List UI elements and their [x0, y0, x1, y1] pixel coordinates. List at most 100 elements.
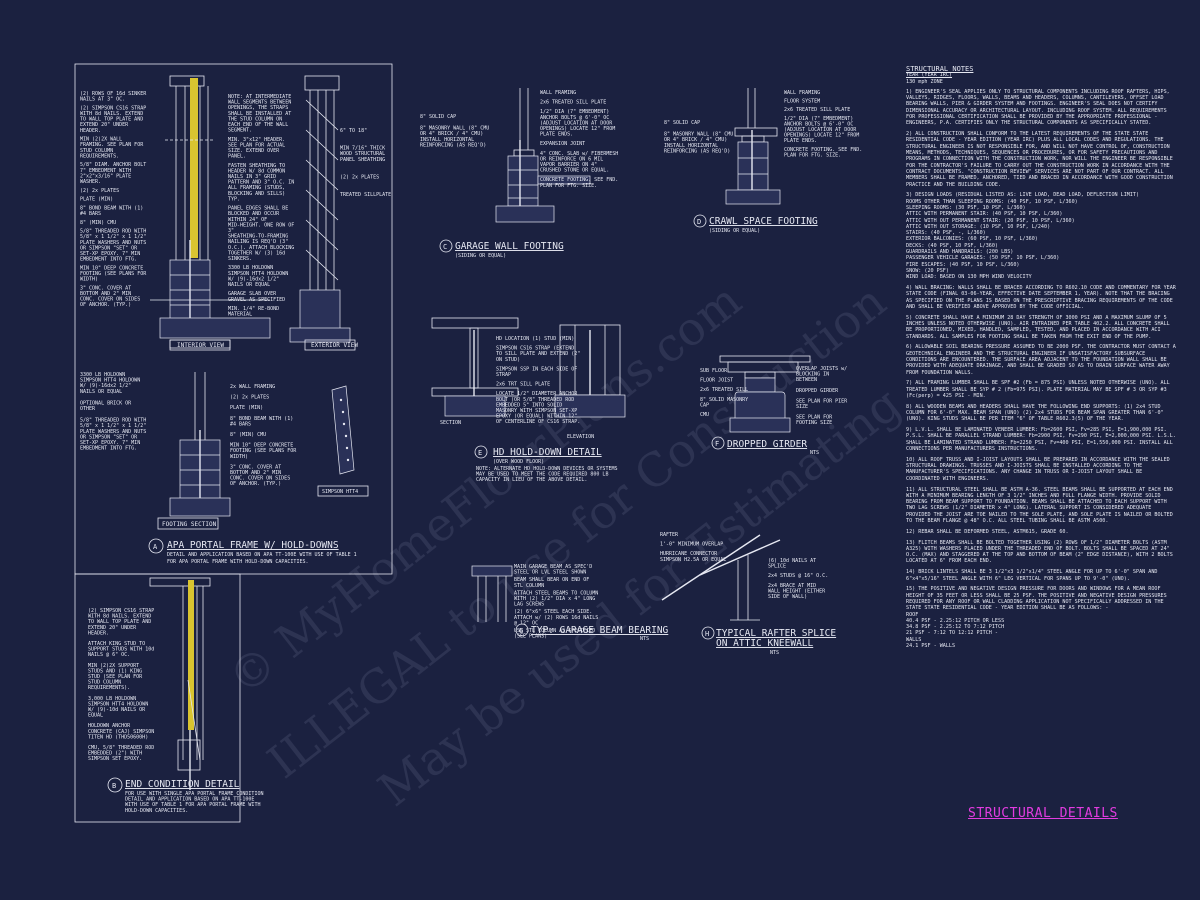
notes-body: 1) ENGINEER'S SEAL APPLIES ONLY TO STRUC… [906, 89, 1178, 649]
detail-a-bubble [148, 538, 164, 554]
callout-label: FLOOR JOIST [700, 378, 733, 384]
callout-label: EXPANSION JOINT [540, 141, 585, 147]
note-paragraph: 3) DESIGN LOADS (RESIDUAL LISTED AS: LIV… [906, 192, 1140, 281]
callout-label: WALL FRAMING [540, 90, 576, 96]
detail-e-section: SECTION [440, 420, 461, 426]
detail-b-letter: B [112, 782, 116, 790]
notes-sub-2: 130 mph ZONE [906, 78, 943, 85]
callout-label: 8" SOLID CAP [420, 114, 456, 120]
detail-h-graphic [661, 534, 781, 621]
detail-e-title: HD HOLD-DOWN DETAIL [493, 447, 602, 458]
detail-h-bubble [701, 626, 715, 640]
detail-g-title: TYP. GARAGE BEAM BEARING [531, 625, 669, 636]
note-paragraph: 6) ALLOWABLE SOIL BEARING PRESSURE ASSUM… [906, 344, 1176, 376]
callout-label: RAFTER [660, 532, 679, 538]
callout-label: USE STL COLUMN AS SPECIFIED(SEE PLANS) [514, 628, 595, 640]
callout-label: DROPPED GIRDER [796, 388, 839, 394]
detail-b-title: END CONDITION DETAIL [125, 779, 240, 790]
detail-d-title: CRAWL SPACE FOOTING [709, 216, 818, 227]
note-paragraph: 4) WALL BRACING: WALLS SHALL BE BRACED A… [906, 285, 1176, 310]
simpson-htt4-label: SIMPSON HTT4 [322, 489, 358, 495]
detail-e-sub: (OVER WOOD FLOOR) [493, 459, 544, 465]
callout-label: WALL FRAMING [784, 90, 820, 96]
callout-label: CONCRETE FOOTING. SEE FND.PLAN FOR FTG. … [540, 177, 618, 189]
callout-label: 2x6 TRT SILL PLATE [496, 382, 550, 388]
callout-label: 1/2" DIA (7" EMBEDMENT)ANCHOR BOLTS @ 6'… [540, 109, 615, 137]
detail-h-title-1: TYPICAL RAFTER SPLICE [716, 628, 836, 639]
note-paragraph: 10) ALL ROOF TRUSS AND I-JOIST LAYOUTS S… [906, 456, 1170, 482]
callout-label: (2) 6"x6" STEEL EACH SIDE.ATTACH w/ (2) … [514, 609, 598, 626]
note-paragraph: 12) REBAR SHALL BE DEFORMED STEEL, ASTM6… [906, 528, 1069, 535]
detail-e-graphic [431, 317, 626, 418]
note-paragraph: 8) ALL WOODEN BEAMS AND HEADERS SHALL HA… [906, 403, 1164, 423]
callout-label: 2x WALL FRAMING [230, 384, 275, 390]
structural-notes: STRUCTURAL NOTES YEAR (YEAR IRC) 130 mph… [906, 65, 1178, 654]
detail-h-title-2: ON ATTIC KNEEWALL [716, 638, 814, 649]
detail-c-title: GARAGE WALL FOOTING [455, 241, 564, 252]
detail-a-letter: A [153, 543, 158, 551]
callout-label: CMU [700, 412, 709, 418]
callout-label: 8" BOND BEAM WITH (1)#4 BARS [80, 205, 143, 217]
note-paragraph: 7) ALL FRAMING LUMBER SHALL BE SPF #2 (F… [906, 380, 1170, 399]
detail-h-nts: NTS [770, 650, 779, 656]
callout-label: 8" (MIN) CMU [80, 220, 116, 226]
detail-c-bubble [439, 239, 453, 253]
detail-a-interior-graphic [150, 75, 271, 349]
callout-label: 2x6 TREATED SILL PLATE [540, 100, 606, 106]
detail-a-title: APA PORTAL FRAME W/ HOLD-DOWNS [167, 540, 339, 551]
detail-g-nts: NTS [640, 636, 649, 642]
detail-d-bubble [693, 214, 707, 228]
detail-a-desc-2: FOR APA PORTAL FRAME WITH HOLD-DOWN CAPA… [167, 559, 308, 565]
detail-e-elevation: ELEVATION [567, 434, 594, 440]
note-paragraph: 2) ALL CONSTRUCTION SHALL CONFORM TO THE… [906, 131, 1173, 188]
callout-label: (2) 2x PLATES [230, 395, 269, 401]
detail-f-nts: NTS [810, 450, 819, 456]
detail-d-letter: D [697, 218, 701, 226]
callout-label: CONCRETE FOOTING. SEE FND.PLAN FOR FTG. … [784, 147, 862, 159]
callout-label: PLATE (MIN) [80, 197, 113, 203]
detail-g-letter: G [519, 627, 523, 635]
callout-label: NOTE: ALTERNATE HD HOLD-DOWN DEVICES OR … [476, 466, 617, 483]
note-paragraph: 14) BRICK LINTELS SHALL BE 3 1/2"x3 1/2"… [906, 569, 1158, 582]
note-paragraph: 9) L.V.L. SHALL BE LAMINATED VENEER LUMB… [906, 427, 1176, 453]
callout-label: SUB FLOOR [700, 368, 728, 374]
callout-label: 8" (MIN) CMU [230, 432, 266, 438]
callout-label: (2) 2x PLATES [80, 188, 119, 194]
detail-a-desc-1: DETAIL AND APPLICATION BASED ON APA TT-1… [167, 552, 357, 558]
notes-sub-1: YEAR (YEAR IRC) [906, 72, 953, 79]
callout-label: (2) 2x PLATES [340, 174, 379, 180]
detail-c-graphic [495, 88, 591, 223]
detail-b-bubble [107, 777, 123, 793]
callout-label: TREATED SILLPLATE [340, 192, 391, 198]
callout-label: HD LOCATION (1) STUD (MIN) [496, 336, 574, 342]
detail-f-letter: F [715, 440, 719, 448]
callout-label: 1'-0" MINIMUM OVERLAP [660, 542, 723, 548]
callout-label: FOR USE WITH SINGLE APA PORTAL FRAME CON… [125, 791, 263, 797]
